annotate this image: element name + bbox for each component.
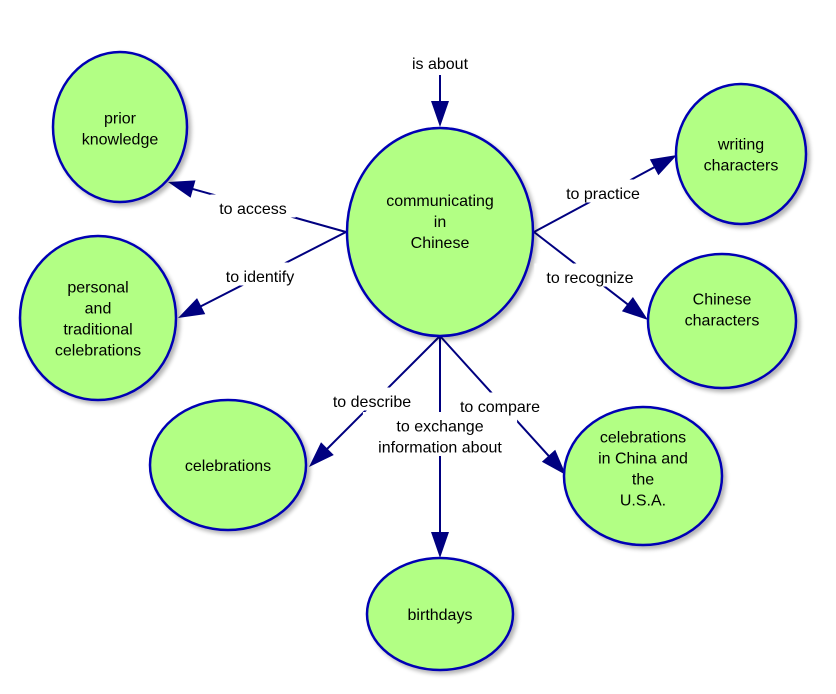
node-ellipse[interactable] [18, 234, 178, 402]
edge-label-celebrations: to describe [320, 387, 424, 411]
concept-node-chinese-chars[interactable]: Chinese characters [646, 252, 798, 390]
edge-label-personal-line: to identify [226, 269, 294, 286]
edge-label-compare-background [453, 392, 547, 416]
node-label-line: U.S.A. [620, 493, 666, 510]
node-label: personal and traditional celebrations [55, 280, 141, 360]
node-label: writing characters [704, 137, 779, 175]
node-label: Chinese characters [685, 292, 760, 330]
node-label-line: characters [704, 158, 779, 175]
arrow-head-writing [649, 155, 677, 176]
arrow-head-compare [541, 449, 566, 475]
node-label: birthdays [408, 607, 473, 624]
node-ellipse[interactable] [51, 50, 189, 204]
concept-node-birthdays[interactable]: birthdays [365, 556, 515, 672]
edge-label-compare-line: to compare [460, 399, 540, 416]
node-label-line: traditional [63, 322, 132, 339]
node-label-line: characters [685, 313, 760, 330]
edge-label-celebrations-background [320, 387, 424, 411]
edge-label-chinese-chars-background [534, 263, 646, 287]
edge-label-birthdays: to exchange information about [362, 412, 518, 457]
edge-label-compare: to compare [453, 392, 547, 416]
edge-label-prior: to access [210, 194, 296, 218]
node-ellipse[interactable] [148, 398, 308, 532]
concept-node-celebrations[interactable]: celebrations [148, 398, 308, 532]
edge-label-birthdays-line: to exchange [396, 419, 483, 436]
edge-label-prior-line: to access [219, 201, 287, 218]
arrow-head-chinese-chars [621, 296, 648, 320]
arrow-head-is-about [431, 101, 449, 127]
node-label-line: in [434, 214, 446, 231]
concept-node-personal[interactable]: personal and traditional celebrations [18, 234, 178, 402]
node-ellipse[interactable] [365, 556, 515, 672]
arrow-head-prior [168, 180, 196, 198]
node-label-line: personal [67, 280, 128, 297]
edge-label-chinese-chars-line: to recognize [546, 270, 633, 287]
edge-label-is-about-line: is about [412, 56, 469, 73]
node-label-line: the [632, 472, 654, 489]
node-label-line: writing [717, 137, 764, 154]
edge-label-writing-background [551, 179, 655, 203]
node-label-line: birthdays [408, 607, 473, 624]
edge-label-personal: to identify [208, 262, 312, 286]
edge-label-is-about: is about [412, 56, 469, 73]
edge-label-celebrations-line: to describe [333, 394, 411, 411]
edge-label-birthdays-line: information about [378, 440, 502, 457]
arrow-head-personal [178, 298, 206, 318]
concept-node-prior[interactable]: prior knowledge [51, 50, 189, 204]
node-label-line: in China and [598, 451, 688, 468]
edge-label-birthdays-background [362, 412, 518, 456]
node-label-line: knowledge [82, 132, 159, 149]
node-label-line: celebrations [55, 343, 141, 360]
node-label-line: celebrations [600, 430, 686, 447]
edge-label-writing-line: to practice [566, 186, 640, 203]
node-ellipse[interactable] [562, 405, 724, 547]
node-label-line: Chinese [411, 235, 470, 252]
node-label-line: celebrations [185, 458, 271, 475]
node-ellipse[interactable] [674, 82, 808, 226]
node-ellipse[interactable] [345, 126, 535, 338]
edge-label-chinese-chars: to recognize [534, 263, 646, 287]
node-label-line: Chinese [693, 292, 752, 309]
edge-label-writing: to practice [551, 179, 655, 203]
node-label-line: and [85, 301, 112, 318]
node-ellipse[interactable] [646, 252, 798, 390]
node-label-line: prior [104, 111, 137, 128]
edge-label-personal-background [208, 262, 312, 286]
edge-label-prior-background [210, 194, 296, 218]
concept-node-writing[interactable]: writing characters [674, 82, 808, 226]
node-label: celebrations [185, 458, 271, 475]
arrow-head-birthdays [431, 532, 449, 558]
arrow-head-celebrations [309, 442, 334, 467]
node-label: prior knowledge [82, 111, 159, 149]
node-label-line: communicating [386, 193, 494, 210]
